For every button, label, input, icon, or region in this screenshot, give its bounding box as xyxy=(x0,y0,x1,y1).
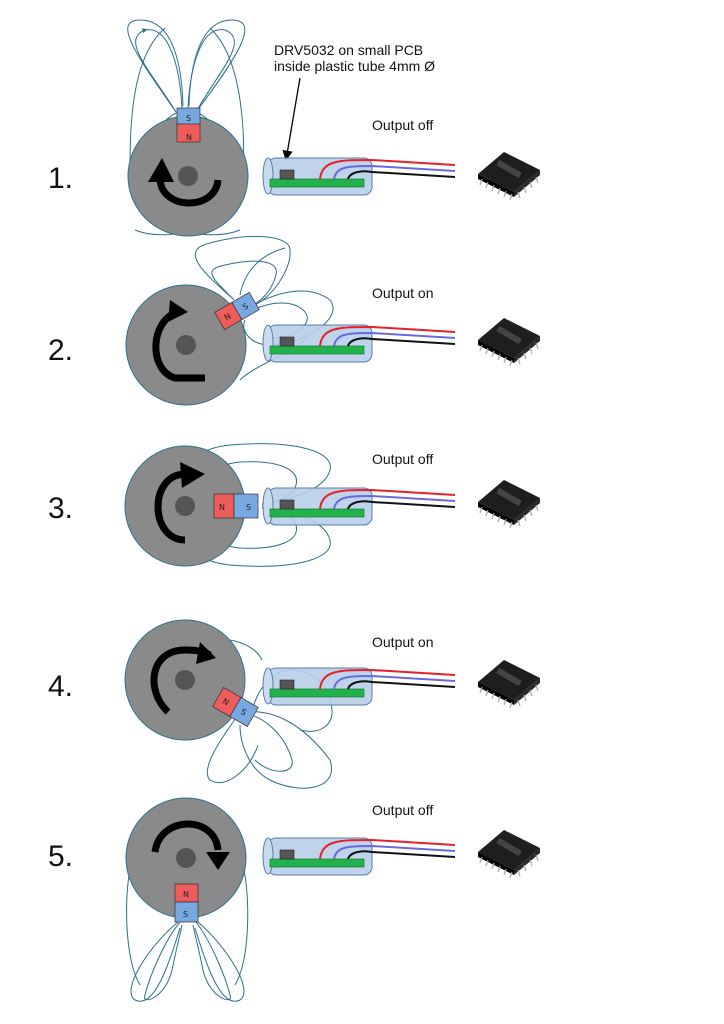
step-5-sensor-tube xyxy=(262,837,456,876)
step-5-number: 5. xyxy=(48,840,73,873)
step-4-magnet: N S xyxy=(212,686,259,728)
pcb xyxy=(269,858,365,868)
step-5-output-status: Output off xyxy=(372,802,433,818)
rotation-arrowhead xyxy=(168,300,188,322)
pcb xyxy=(269,508,365,518)
step-4-sensor-tube xyxy=(262,667,456,706)
step-5: 5. N S Output off xyxy=(48,797,540,1002)
rotation-arrowhead xyxy=(148,158,174,182)
pcb xyxy=(269,345,365,355)
wire-red xyxy=(319,838,456,860)
wire-blue xyxy=(333,164,456,180)
ic-chip-icon xyxy=(478,660,540,709)
hall-sensor-chip-icon xyxy=(279,679,295,690)
rotation-arrow-icon xyxy=(151,820,222,853)
step-2-number: 2. xyxy=(48,334,73,367)
step-3-number: 3. xyxy=(48,492,73,525)
step-1-rotor-hub xyxy=(178,166,198,186)
step-3-pole-bottom: N xyxy=(219,503,225,512)
step-5-pole-top: N xyxy=(183,890,189,899)
wire-red xyxy=(319,668,456,690)
hall-sensor-chip-icon xyxy=(279,499,295,510)
step-5-pole-bottom: S xyxy=(183,910,188,919)
wire-blue xyxy=(333,674,456,690)
pcb xyxy=(269,688,365,698)
step-3-sensor-tube xyxy=(262,487,456,526)
step-4-rotor-hub xyxy=(175,670,195,690)
wire-black xyxy=(347,850,456,860)
step-1-pole-bottom: N xyxy=(186,133,192,142)
ic-chip-icon xyxy=(478,480,540,529)
wire-red xyxy=(319,158,456,180)
step-1-number: 1. xyxy=(48,162,73,195)
step-1-sensor-tube xyxy=(262,157,456,196)
step-5-rotor-hub xyxy=(176,848,196,868)
step-5-magnet: N S xyxy=(174,883,199,923)
wire-red xyxy=(319,488,456,510)
step-3-pole-top: S xyxy=(246,503,251,512)
callout-line-2: inside plastic tube 4mm Ø xyxy=(274,58,435,74)
step-4-number: 4. xyxy=(48,670,73,703)
hall-sensor-chip-icon xyxy=(279,849,295,860)
step-1-magnet: S N xyxy=(176,107,201,143)
step-2-pole-top: S xyxy=(241,301,250,311)
rotation-arrow-icon xyxy=(154,470,186,544)
step-2-pole-bottom: N xyxy=(223,312,233,323)
step-1-output-status: Output off xyxy=(372,117,433,133)
wire-blue xyxy=(333,844,456,860)
hall-sensor-chip-icon xyxy=(279,336,295,347)
step-2-magnet: N S xyxy=(214,291,260,331)
rotation-arrow-icon xyxy=(156,177,222,207)
wire-red xyxy=(319,325,456,347)
step-4-pole-bottom: N xyxy=(221,697,231,708)
rotation-arrowhead xyxy=(180,462,205,488)
step-3: 3. N S Output off xyxy=(48,443,540,567)
wire-blue xyxy=(333,494,456,510)
rotation-arrowhead xyxy=(196,642,216,664)
step-4-pole-top: S xyxy=(239,707,248,717)
hall-sensor-chip-icon xyxy=(279,169,295,180)
step-1-pole-top: S xyxy=(186,114,191,123)
callout-line-1: DRV5032 on small PCB xyxy=(274,42,423,58)
step-2: 2. N S Output on xyxy=(48,235,540,406)
step-1: 1. S N Output o xyxy=(48,19,540,237)
ic-chip-icon xyxy=(478,830,540,879)
ic-chip-icon xyxy=(478,318,540,367)
wire-blue xyxy=(333,331,456,347)
step-4: 4. N S Output on xyxy=(48,619,540,789)
step-3-rotor-hub xyxy=(175,496,195,516)
step-3-output-status: Output off xyxy=(372,451,433,467)
callout-arrow-icon xyxy=(282,77,301,162)
rotation-arrowhead xyxy=(206,852,230,870)
wire-black xyxy=(347,337,456,347)
step-5-field-lines xyxy=(126,869,249,1002)
wire-black xyxy=(347,170,456,180)
step-4-output-status: Output on xyxy=(372,634,434,650)
step-2-rotor-hub xyxy=(176,335,196,355)
pcb xyxy=(269,178,365,188)
step-2-output-status: Output on xyxy=(372,285,434,301)
wire-black xyxy=(347,680,456,690)
wire-black xyxy=(347,500,456,510)
ic-chip-icon xyxy=(478,152,540,201)
step-2-sensor-tube xyxy=(262,324,456,363)
step-3-magnet: N S xyxy=(213,493,259,519)
